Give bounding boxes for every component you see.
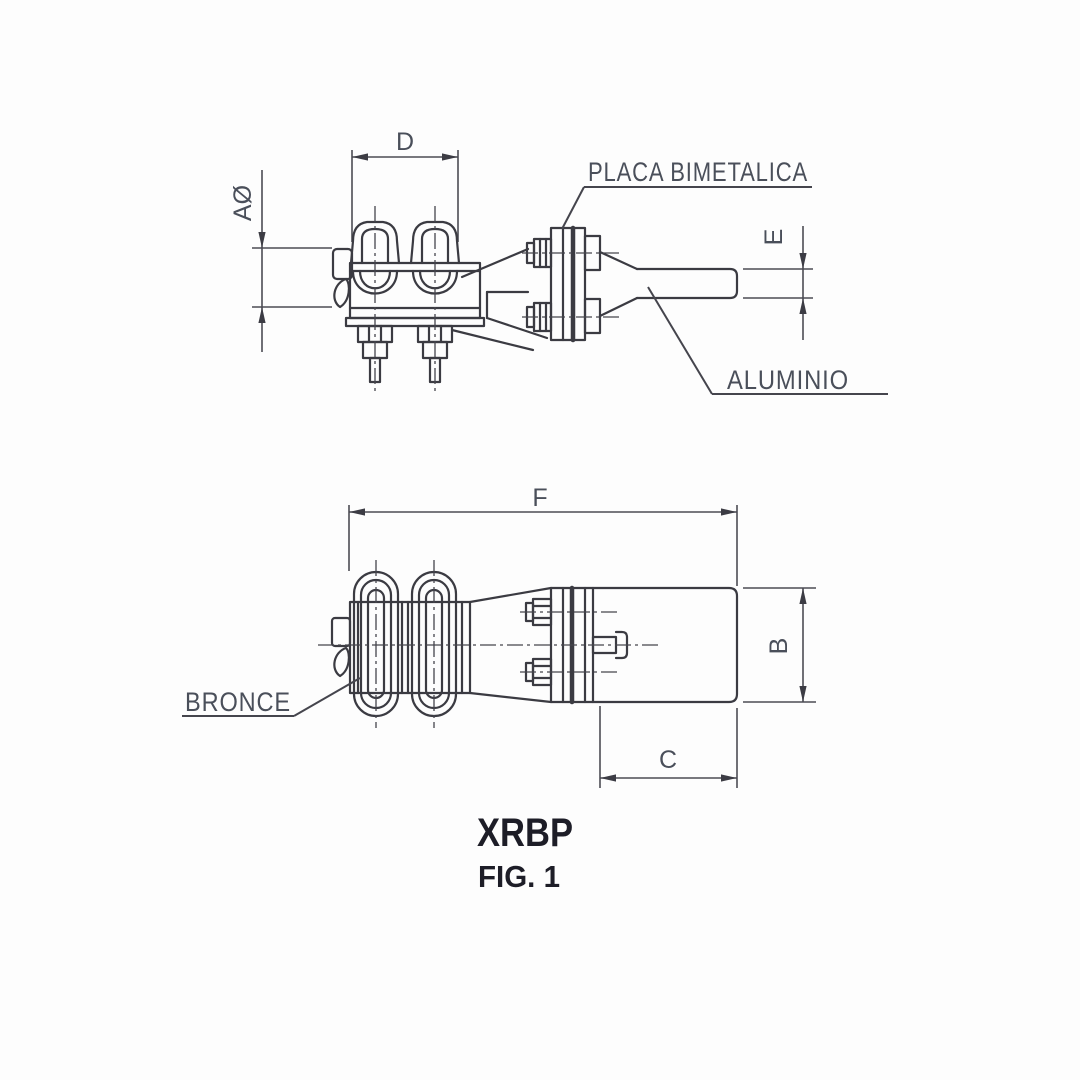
dimension-d-label: D: [396, 128, 414, 156]
plan-view: F: [182, 484, 816, 788]
dimension-d: D: [351, 128, 459, 242]
dimension-a-diameter: AØ: [229, 170, 332, 352]
side-view-centerlines: [374, 206, 622, 394]
label-placa-bimetalica: PLACA BIMETALICA: [561, 157, 812, 230]
dimension-e: E: [743, 226, 813, 340]
side-view-aluminium-bar: [598, 250, 739, 318]
title-block: XRBP FIG. 1: [477, 811, 573, 894]
dimension-a-label: AØ: [229, 185, 257, 221]
plan-view-clamp-body: [330, 570, 553, 718]
dimension-c: C: [599, 706, 738, 788]
dimension-f-label: F: [532, 484, 547, 512]
dimension-b: B: [743, 587, 816, 703]
dimension-f: F: [348, 484, 738, 586]
figure-title: XRBP: [477, 811, 573, 855]
placa-bimetalica-text: PLACA BIMETALICA: [588, 157, 808, 187]
side-view-bimetal-plate: [525, 225, 602, 343]
dimension-c-label: C: [659, 746, 677, 774]
side-view-clamp-body: [331, 220, 549, 384]
dimension-e-label: E: [760, 229, 788, 246]
bronce-text: BRONCE: [185, 687, 291, 717]
label-aluminio: ALUMINIO: [647, 286, 888, 395]
plan-view-centerlines: [318, 560, 660, 728]
aluminio-text: ALUMINIO: [727, 365, 849, 395]
figure-caption: FIG. 1: [478, 859, 560, 894]
label-bronce: BRONCE: [182, 677, 361, 717]
dimension-b-label: B: [765, 638, 793, 655]
side-view: D AØ: [229, 128, 888, 395]
plan-view-aluminium-tube: [591, 586, 739, 704]
